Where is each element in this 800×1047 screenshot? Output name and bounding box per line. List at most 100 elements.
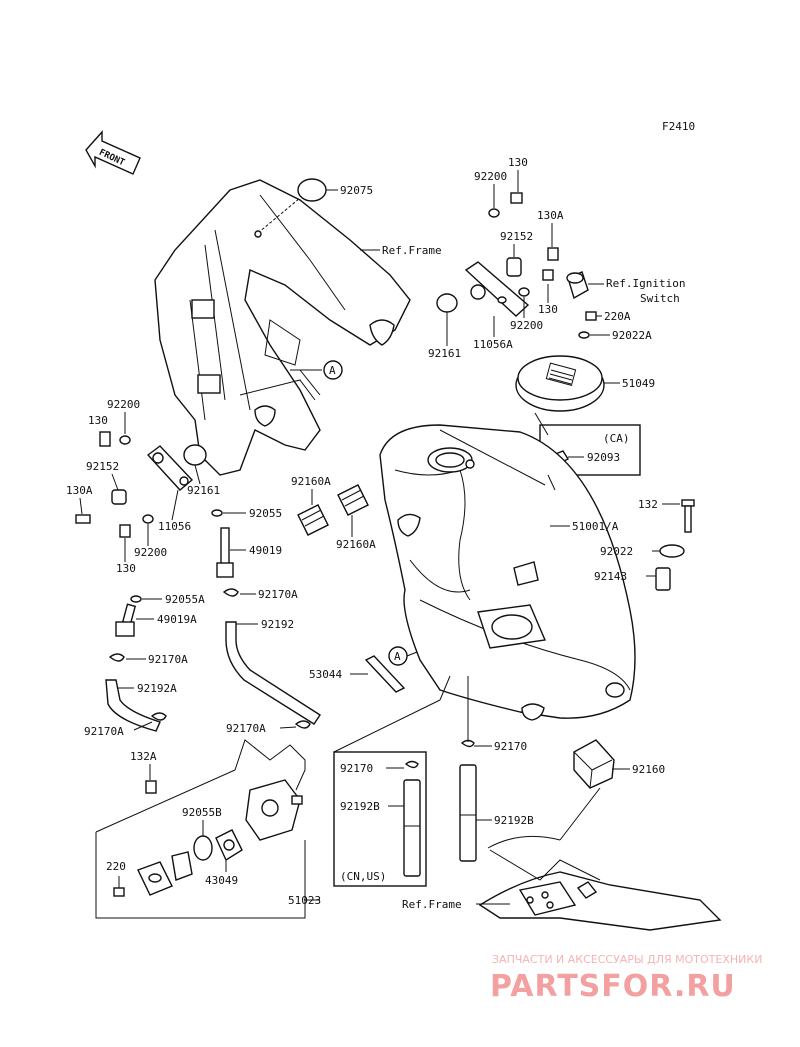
label-p92170a-3: 92170A — [84, 725, 124, 738]
callout-a-frame — [323, 360, 343, 380]
label-p92160: 92160 — [632, 763, 665, 776]
label-cn-us: (CN,US) — [340, 870, 386, 883]
label-p92200-top: 92200 — [474, 170, 507, 183]
front-arrow-icon: FRONT — [85, 130, 141, 175]
screw-220 — [113, 887, 125, 897]
label-p92170-right: 92170 — [494, 740, 527, 753]
label-p92160a-1: 92160A — [291, 475, 331, 488]
clip-92170-right — [460, 739, 475, 748]
label-p92093: 92093 — [587, 451, 620, 464]
rubber-92161-left — [183, 444, 207, 466]
watermark-tagline: ЗАПЧАСТИ И АКСЕССУАРЫ ДЛЯ МОТОТЕХНИКИ — [492, 953, 762, 966]
watermark-brand: PARTSFOR.RU — [490, 969, 736, 1004]
label-p132a: 132A — [130, 750, 157, 763]
washer-92022A — [578, 331, 590, 339]
clip-92170-left — [404, 760, 419, 769]
label-p49019a: 49019A — [157, 613, 197, 626]
label-p11056a: 11056A — [473, 338, 513, 351]
bolt-130-mid — [542, 269, 554, 281]
label-92075: 92075 — [340, 184, 373, 197]
clip-92170A-3 — [150, 712, 167, 721]
label-callout-marker: A — [329, 364, 336, 377]
bolt-130A-left — [75, 514, 91, 524]
figure-code: F2410 — [662, 120, 695, 133]
label-callout-marker: A — [394, 650, 401, 663]
label-p92152-top: 92152 — [500, 230, 533, 243]
fitting-49019A — [115, 603, 137, 637]
collar-92143 — [655, 567, 671, 591]
collar-92152 — [506, 257, 522, 277]
label-p130a-top: 130A — [537, 209, 564, 222]
label-p92055a: 92055A — [165, 593, 205, 606]
label-p53044: 53044 — [309, 668, 342, 681]
label-p92192a: 92192A — [137, 682, 177, 695]
washer-92200-mid — [518, 287, 530, 297]
label-p130a-left: 130A — [66, 484, 93, 497]
bolt-130-top — [510, 192, 523, 204]
clip-92170A-2 — [108, 653, 125, 662]
washer-92200-left — [119, 435, 131, 445]
label-p92170a-2: 92170A — [148, 653, 188, 666]
label-p92022a: 92022A — [612, 329, 652, 342]
label-ref-ignition-1: Ref.Ignition — [606, 277, 685, 290]
collar-92152-left — [111, 489, 127, 505]
label-p92022: 92022 — [600, 545, 633, 558]
label-p92200-mid: 92200 — [510, 319, 543, 332]
label-p49019: 49019 — [249, 544, 282, 557]
label-p130-mid: 130 — [538, 303, 558, 316]
pad-92160A-2 — [337, 484, 369, 516]
label-51023: 51023 — [288, 894, 321, 907]
fitting-49019 — [216, 527, 234, 578]
damper-92160 — [573, 739, 615, 789]
label-p132: 132 — [638, 498, 658, 511]
label-p92170a-4: 92170A — [226, 722, 266, 735]
bolt-130A-top — [547, 247, 559, 261]
label-p130-top: 130 — [508, 156, 528, 169]
label-p92161-left: 92161 — [187, 484, 220, 497]
label-p92055: 92055 — [249, 507, 282, 520]
label-ref-frame-bottom: Ref.Frame — [402, 898, 462, 911]
label-p92170a-1: 92170A — [258, 588, 298, 601]
o-ring-92055A — [130, 595, 142, 603]
label-p92200-left2: 92200 — [134, 546, 167, 559]
hose-92192A — [105, 679, 161, 732]
fuel-tank-51001 — [379, 424, 636, 721]
o-ring-92055 — [211, 509, 223, 517]
screw-132A — [145, 780, 157, 794]
label-p92192b-left: 92192B — [340, 800, 380, 813]
label-p92160a-2: 92160A — [336, 538, 376, 551]
pad-92160A-1 — [297, 504, 329, 536]
o-ring-92055B — [193, 835, 213, 861]
bracket-11056A — [464, 261, 530, 317]
ref-frame-top: Ref.Frame — [382, 244, 442, 257]
clip-92170A-1 — [222, 588, 239, 597]
label-ca-label: (CA) — [603, 432, 630, 445]
clip-92170A-4 — [294, 720, 311, 729]
label-ref-ignition-2: Switch — [640, 292, 680, 305]
washer-92200-left2 — [142, 514, 154, 524]
label-p11056: 11056 — [158, 520, 191, 533]
hose-92192B-right — [459, 764, 477, 862]
hose-92192 — [225, 621, 321, 725]
label-p220a: 220A — [604, 310, 631, 323]
bolt-130-left — [99, 431, 111, 447]
frame-bottom-drawing — [478, 835, 722, 931]
screw-220A — [585, 311, 597, 321]
label-p92192b-right: 92192B — [494, 814, 534, 827]
grommet-92075 — [297, 178, 327, 202]
label-p220: 220 — [106, 860, 126, 873]
frame-drawing — [154, 179, 411, 476]
label-p51049: 51049 — [622, 377, 655, 390]
label-p92143: 92143 — [594, 570, 627, 583]
label-p92161-top: 92161 — [428, 347, 461, 360]
label-p130-left: 130 — [88, 414, 108, 427]
fuel-cap-51049 — [515, 355, 605, 412]
label-p130-left2: 130 — [116, 562, 136, 575]
plate-bracket — [171, 851, 193, 881]
strip-53044 — [364, 655, 406, 693]
label-p51001a: 51001/A — [572, 520, 619, 533]
fuel-cock-51023 — [245, 779, 303, 841]
washer-92022 — [659, 544, 685, 558]
label-p92192: 92192 — [261, 618, 294, 631]
